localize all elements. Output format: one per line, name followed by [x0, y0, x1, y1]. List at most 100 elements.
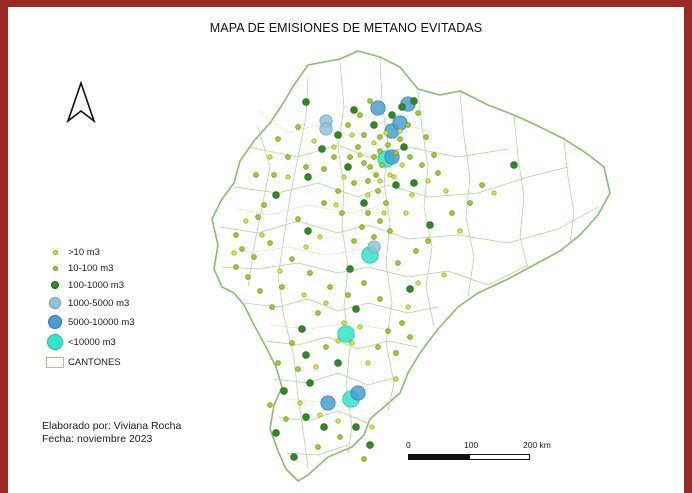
legend-item: >10 m3 [42, 244, 100, 260]
point-gt10 [303, 244, 309, 250]
country-outline [211, 50, 611, 483]
point-10-100 [323, 344, 329, 350]
point-10-100 [339, 210, 345, 216]
point-gt10 [391, 174, 397, 180]
point-gt10 [415, 280, 421, 286]
legend-symbol-1000-5000 [49, 297, 61, 309]
legend-label: 5000-10000 m3 [68, 316, 135, 328]
point-10-100 [345, 292, 351, 298]
point-10-100 [351, 180, 357, 186]
point-10-100 [393, 350, 399, 356]
point-10-100 [379, 162, 385, 168]
point-100-1000 [350, 106, 358, 114]
point-gt10 [491, 190, 497, 196]
point-10-100 [419, 162, 425, 168]
point-10-100 [285, 154, 291, 160]
point-gt10 [313, 364, 319, 370]
point-10-100 [365, 210, 371, 216]
scale-segment-light [469, 454, 530, 460]
point-100-1000 [306, 379, 314, 387]
point-gt10 [301, 292, 307, 298]
legend-item: 1000-5000 m3 [42, 295, 129, 311]
north-arrow-icon [66, 81, 96, 123]
point-gt10 [341, 320, 347, 326]
point-100-1000 [360, 199, 368, 207]
point-gt10 [317, 412, 323, 418]
point-gt10 [405, 304, 411, 310]
point-1000-5000 [319, 122, 333, 136]
point-gt10 [387, 172, 393, 178]
point-gt10 [331, 144, 337, 150]
point-100-1000 [334, 359, 342, 367]
point-5000-10000 [320, 395, 336, 411]
legend-item: <10000 m3 [42, 334, 116, 350]
legend-label: 100-1000 m3 [68, 279, 124, 291]
point-10-100 [377, 148, 383, 154]
scale-bar: 0 100 200 km [406, 440, 556, 470]
point-10-100 [315, 310, 321, 316]
point-10-100 [331, 154, 337, 160]
point-10-100 [399, 320, 405, 326]
legend-item: CANTONES [42, 354, 121, 370]
point-10-100 [405, 122, 411, 128]
point-10-100 [377, 134, 383, 140]
point-10-100 [295, 124, 301, 130]
point-gt10 [231, 250, 237, 256]
point-10-100 [377, 218, 383, 224]
point-10-100 [289, 256, 295, 262]
point-gt10 [443, 188, 449, 194]
author-text: Elaborado por: Viviana Rocha [42, 420, 182, 432]
point-10-100 [337, 434, 343, 440]
legend-symbol-lt10000 [47, 334, 63, 350]
point-gt10 [323, 300, 329, 306]
point-10-100 [245, 274, 251, 280]
point-10-100 [361, 280, 367, 286]
point-gt10 [357, 152, 363, 158]
point-10-100 [431, 152, 437, 158]
point-10-100 [425, 238, 431, 244]
point-100-1000 [406, 285, 414, 293]
point-10-100 [275, 136, 281, 142]
date-text: Fecha: noviembre 2023 [42, 433, 153, 445]
point-10-100 [393, 150, 399, 156]
point-gt10 [335, 338, 341, 344]
point-10-100 [351, 238, 357, 244]
point-gt10 [335, 418, 341, 424]
point-100-1000 [370, 121, 378, 129]
point-10-100 [467, 200, 473, 206]
point-10-100 [279, 284, 285, 290]
point-10-100 [435, 170, 441, 176]
point-10-100 [345, 122, 351, 128]
point-10-100 [361, 456, 367, 462]
point-100-1000 [398, 103, 406, 111]
point-10-100 [261, 202, 267, 208]
point-100-1000 [400, 143, 408, 151]
scale-segment-dark [408, 454, 469, 460]
point-gt10 [365, 192, 371, 198]
point-100-1000 [352, 423, 360, 431]
point-1000-5000 [367, 240, 381, 254]
point-10-100 [371, 154, 377, 160]
point-10-100 [267, 402, 273, 408]
point-gt10 [243, 218, 249, 224]
point-10-100 [383, 200, 389, 206]
point-10-100 [395, 260, 401, 266]
point-10-100 [361, 160, 367, 166]
point-100-1000 [346, 265, 354, 273]
point-10-100 [385, 328, 391, 334]
emission-points [231, 96, 518, 462]
point-gt10 [311, 138, 317, 144]
point-100-1000 [302, 413, 310, 421]
point-10-100 [479, 182, 485, 188]
point-10-100 [423, 134, 429, 140]
legend-label: 10-100 m3 [68, 262, 114, 274]
point-10-100 [321, 200, 327, 206]
point-100-1000 [304, 173, 312, 181]
point-lt10000 [337, 325, 355, 343]
point-10-100 [359, 224, 365, 230]
point-10-100 [253, 172, 259, 178]
legend-label: <10000 m3 [68, 336, 116, 348]
legend-item: 100-1000 m3 [42, 277, 124, 293]
legend-symbol-10-100 [52, 265, 58, 271]
point-5000-10000 [350, 385, 366, 401]
